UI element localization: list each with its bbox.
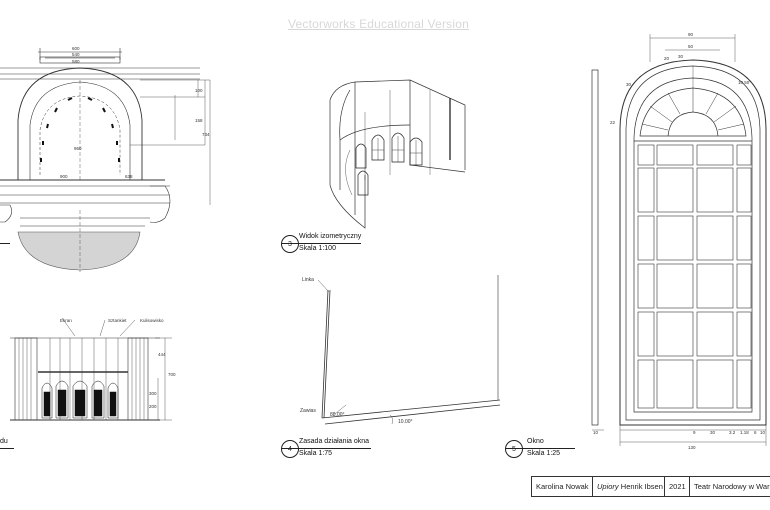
- viewport-left-rule: [0, 448, 14, 449]
- viewport-4-rule: [281, 448, 371, 449]
- title-block-play: Upiory Henrik Ibsen: [593, 477, 665, 496]
- dim-window-bottom-1: 9: [693, 430, 696, 435]
- viewport-5-rule: [505, 448, 575, 449]
- viewport-3-number: 3: [281, 235, 299, 253]
- label-zawias: Zawias: [300, 408, 316, 414]
- viewport-5-number: 5: [505, 440, 523, 458]
- dim-plan-top-2: 540: [72, 52, 80, 57]
- dim-window-sub-2: 30: [678, 54, 684, 59]
- title-block: Karolina Nowak Upiory Henrik Ibsen 2021 …: [531, 476, 770, 497]
- dim-window-bottom-4: 1.18: [740, 430, 749, 435]
- dim-plan-bottom-2: 638: [125, 174, 133, 179]
- viewport-4-title: Zasada działania okna: [299, 438, 370, 445]
- title-block-author: Karolina Nowak: [532, 477, 593, 496]
- front-windows: [41, 380, 119, 419]
- dim-window-top: 90: [688, 32, 694, 37]
- dim-window-bottom-5: 6: [754, 430, 757, 435]
- dim-window-right-bottom: 10: [760, 430, 766, 435]
- label-angle-88: 88.00°: [330, 412, 345, 418]
- dim-front-2: 700: [168, 372, 176, 377]
- dim-plan-top-1: 600: [72, 46, 80, 51]
- dim-plan-side-1: 100: [195, 88, 203, 93]
- viewport-4-number: 4: [281, 440, 299, 458]
- label-ekran: Ekran: [60, 318, 72, 323]
- window-detail: [591, 34, 767, 446]
- dim-window-sub-3: 20: [664, 56, 670, 61]
- watermark: Vectorworks Educational Version: [288, 17, 469, 31]
- dim-plan-bottom-1: 900: [60, 174, 68, 179]
- viewport-left-fragment: du: [0, 438, 8, 445]
- title-block-year: 2021: [665, 477, 690, 496]
- viewport-3-rule: [281, 243, 361, 244]
- viewport-3-scale: Skala 1:100: [299, 245, 336, 252]
- title-block-play-author: Henrik Ibsen: [620, 482, 663, 491]
- viewport-3-title: Widok izometryczny: [299, 233, 362, 240]
- dim-front-1: 444: [158, 352, 166, 357]
- isometric-view: [329, 79, 466, 229]
- dim-plan-side-3: 734: [202, 132, 210, 137]
- viewport-5-scale: Skala 1:25: [527, 450, 561, 457]
- dim-window-bottom-left: 10: [593, 430, 599, 435]
- dim-window-bottom-2: 30: [710, 430, 716, 435]
- dim-window-total: 130: [688, 445, 696, 450]
- front-elevation: [10, 317, 172, 421]
- dim-window-side-1: 30: [626, 82, 632, 87]
- viewport-5-title: Okno: [527, 438, 544, 445]
- title-block-play-title: Upiory: [597, 482, 619, 491]
- isometric-windows: [355, 132, 423, 196]
- viewport-left-rule-top: [0, 243, 10, 244]
- dim-plan-top-3: 580: [72, 59, 80, 64]
- dim-plan-center: 960: [74, 146, 82, 151]
- dim-front-4: 200: [149, 404, 157, 409]
- label-linka: Linka: [302, 277, 314, 283]
- viewport-4-scale: Skala 1:75: [299, 450, 333, 457]
- dim-plan-side-2: 158: [195, 118, 203, 123]
- title-block-venue: Teatr Narodowy w Warszawie: [694, 482, 770, 491]
- window-mechanism: [317, 275, 501, 425]
- dim-window-right: 10.50°: [738, 80, 751, 85]
- dim-window-sub-1: 50: [688, 44, 694, 49]
- dim-window-side-2: 22: [610, 120, 616, 125]
- label-kulisa: Kulisowisko: [140, 318, 164, 323]
- dim-front-3: 300: [149, 391, 157, 396]
- plan-view: [0, 48, 211, 272]
- label-sztankiet: Sztankiet: [108, 318, 127, 323]
- label-angle-10: 10.00°: [398, 419, 413, 425]
- dim-window-bottom-3: 3.2: [729, 430, 736, 435]
